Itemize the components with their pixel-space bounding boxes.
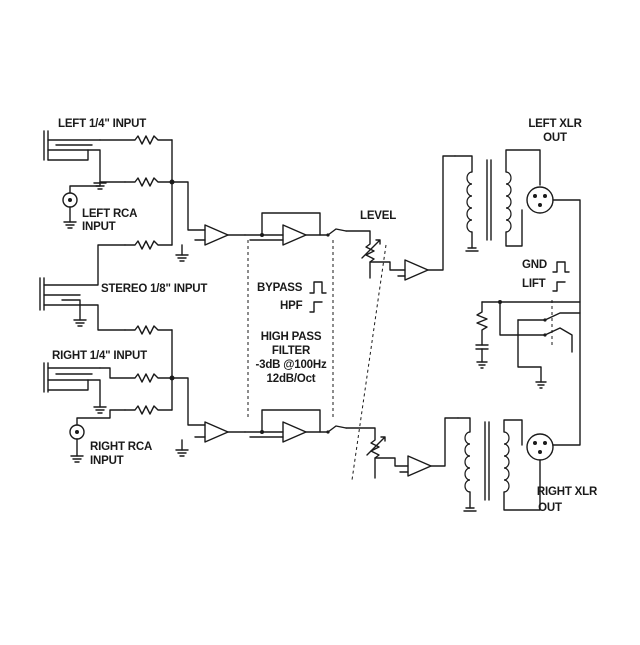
left-output-amp (397, 155, 456, 281)
bypass-label: BYPASS (257, 282, 303, 294)
left-quarter-input-label: LEFT 1/4" INPUT (58, 118, 147, 130)
lift-label: LIFT (522, 278, 546, 290)
right-quarter-resistor (99, 367, 173, 383)
left-hpf-amp (244, 212, 329, 246)
hpf-dashed-boundary (247, 240, 334, 420)
stereo-right-resistor (124, 325, 173, 335)
right-quarter-inch-jack (43, 362, 107, 414)
stereo-left-resistor (124, 240, 173, 250)
left-sum-bus (169, 139, 206, 262)
left-xlr-connector (526, 186, 581, 446)
right-quarter-input-label: RIGHT 1/4" INPUT (52, 350, 147, 362)
left-rca-jack (62, 181, 126, 229)
left-xlr-out-line1: LEFT XLR (528, 118, 582, 130)
gnd-waveform-icon (552, 261, 570, 273)
high-pass-filter-line3: -3dB @100Hz (255, 359, 327, 371)
left-xlr-out-line2: OUT (543, 132, 567, 144)
right-output-amp (399, 417, 459, 477)
right-xlr-out-line2: OUT (538, 502, 562, 514)
stereo-eighth-input-label: STEREO 1/8" INPUT (101, 283, 208, 295)
hpf-waveform-icon (309, 301, 323, 313)
high-pass-filter-line4: 12dB/Oct (266, 373, 316, 385)
right-xlr-out-line1: RIGHT XLR (536, 486, 598, 498)
right-xlr-connector (526, 433, 554, 461)
left-rca-label-line1: LEFT RCA (82, 208, 138, 220)
high-pass-filter-line1: HIGH PASS (260, 331, 322, 343)
level-label: LEVEL (360, 210, 397, 222)
right-rca-jack (69, 409, 126, 463)
ground-lift-network (475, 300, 581, 389)
left-output-transformer (454, 149, 541, 252)
stereo-eighth-inch-jack (39, 244, 126, 331)
high-pass-filter-line2: FILTER (271, 345, 311, 357)
right-input-buffer-amp (194, 421, 246, 443)
bypass-waveform-icon (309, 281, 327, 294)
lift-waveform-icon (552, 281, 566, 292)
left-rca-resistor (124, 177, 173, 187)
right-bypass-switch (326, 425, 347, 434)
right-sum-bus (169, 329, 206, 457)
right-rca-label-line1: RIGHT RCA (90, 441, 153, 453)
left-bypass-switch (326, 228, 347, 237)
right-rca-label-line2: INPUT (90, 455, 124, 467)
left-rca-label-line2: INPUT (82, 221, 116, 233)
left-input-buffer-amp (194, 224, 246, 246)
level-gang-link (351, 244, 387, 481)
right-output-transformer (457, 417, 541, 512)
right-rca-resistor (124, 405, 173, 415)
left-quarter-resistor (99, 135, 173, 145)
right-level-pot (345, 427, 409, 479)
right-hpf-amp (244, 409, 329, 443)
hpf-label: HPF (280, 300, 303, 312)
left-level-pot (345, 230, 406, 279)
gnd-label: GND (522, 259, 547, 271)
left-quarter-inch-jack (43, 130, 107, 190)
